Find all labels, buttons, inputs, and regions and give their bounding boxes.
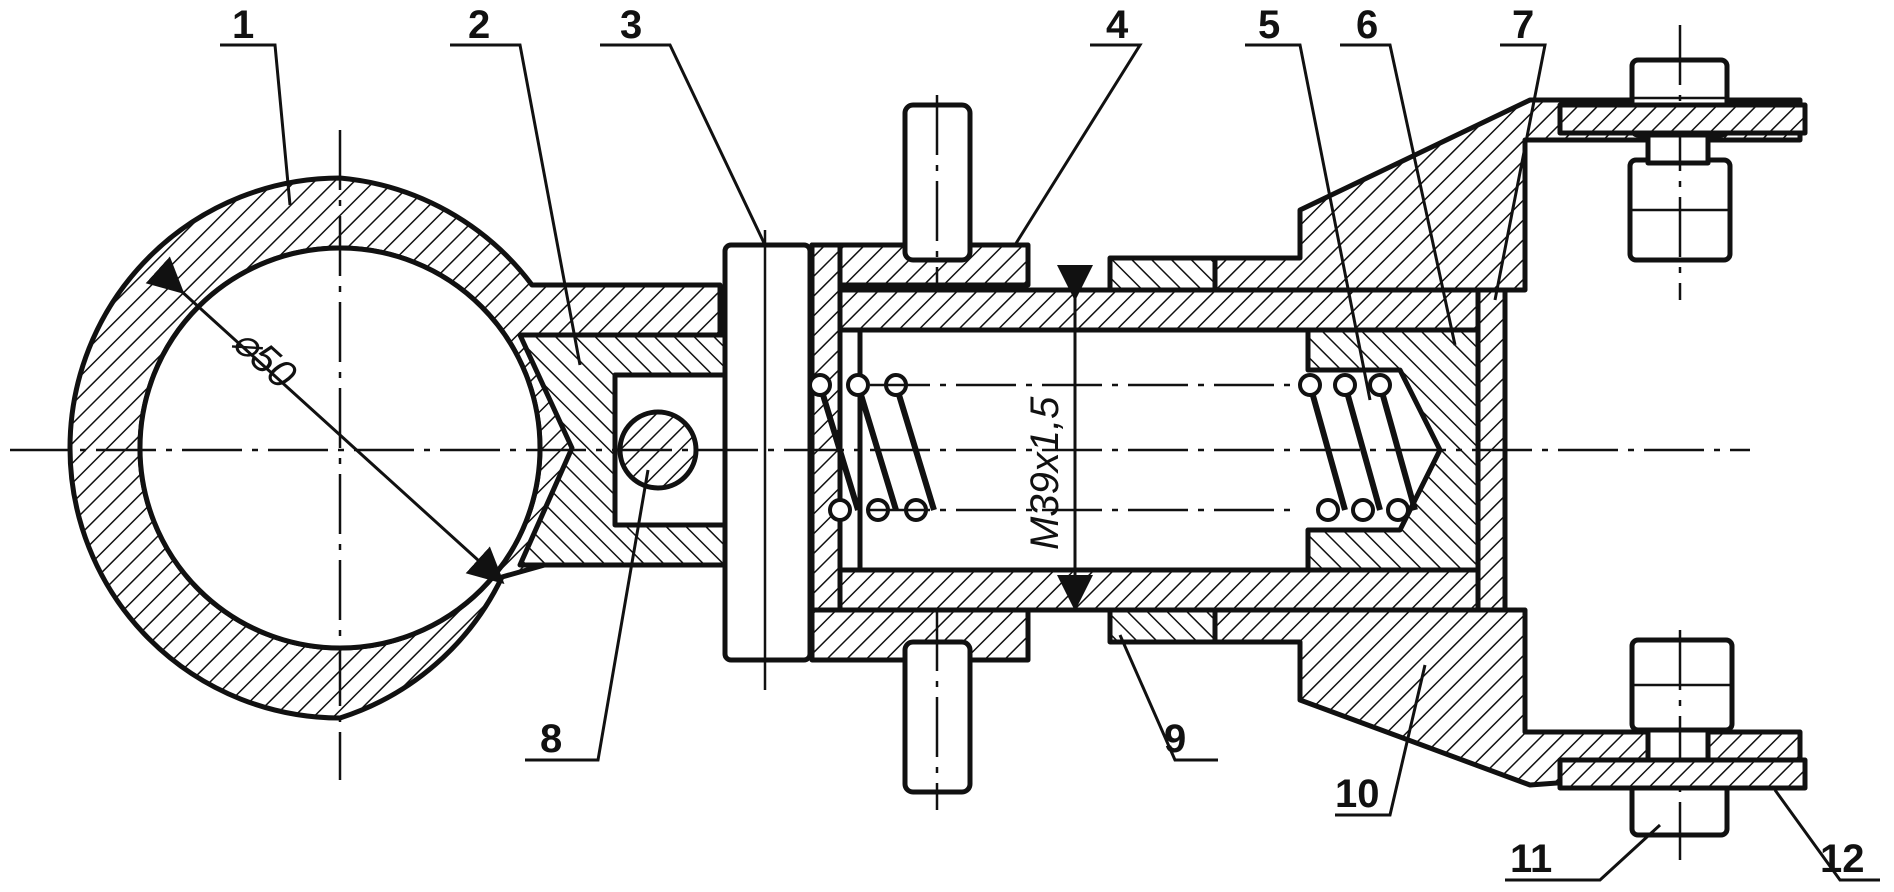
thread-label: M39x1,5 (1023, 396, 1067, 550)
callout-11: 11 (1505, 823, 1662, 882)
svg-text:2: 2 (468, 3, 490, 47)
svg-text:4: 4 (1106, 3, 1129, 47)
callout-12: 12 (1773, 789, 1880, 882)
lock-ring (1107, 255, 1218, 645)
svg-text:1: 1 (232, 3, 254, 47)
callout-10: 10 (1335, 664, 1427, 817)
callout-8: 8 (525, 469, 650, 762)
svg-text:11: 11 (1510, 837, 1552, 881)
flange-collar (722, 242, 813, 663)
mounting-plate-top (1557, 102, 1808, 136)
svg-text:6: 6 (1356, 3, 1378, 47)
callout-5: 5 (1245, 3, 1372, 401)
svg-text:7: 7 (1512, 3, 1534, 47)
callout-4: 4 (1013, 3, 1143, 246)
callout-6: 6 (1340, 3, 1457, 346)
svg-text:10: 10 (1335, 772, 1380, 816)
callout-1: 1 (220, 3, 292, 206)
callout-9: 9 (1118, 634, 1218, 762)
callout-7: 7 (1493, 3, 1547, 301)
svg-text:9: 9 (1164, 717, 1186, 761)
svg-text:8: 8 (540, 717, 562, 761)
svg-text:5: 5 (1258, 3, 1280, 47)
callout-3: 3 (600, 3, 767, 246)
svg-text:3: 3 (620, 3, 642, 47)
svg-text:12: 12 (1820, 837, 1865, 881)
diameter-dimension-line (145, 256, 505, 585)
callout-2: 2 (450, 3, 582, 366)
mounting-plate-bottom (1557, 757, 1808, 791)
spring-right (1298, 373, 1418, 522)
